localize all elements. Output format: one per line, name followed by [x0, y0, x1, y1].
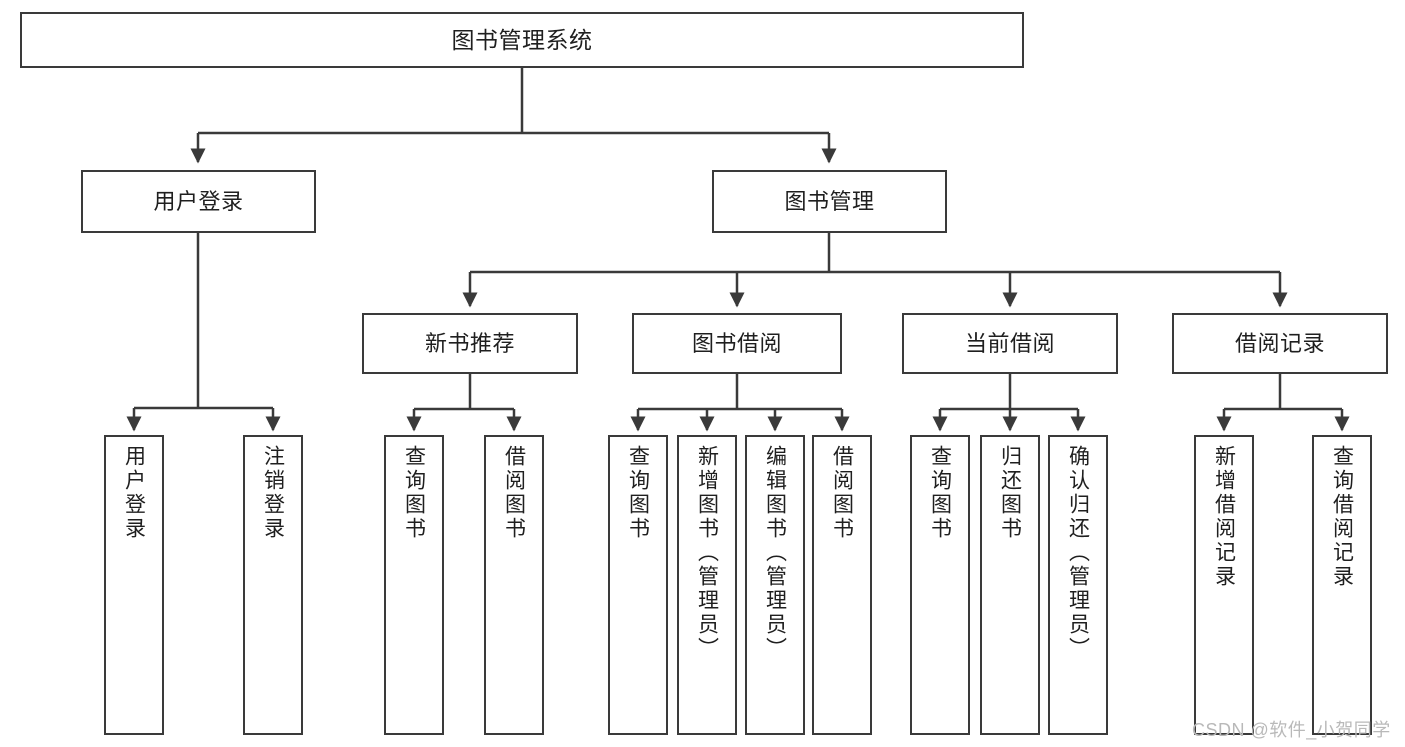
leaf-current-borrow-query[interactable]: 查询图书: [910, 435, 970, 735]
node-label: 查询借阅记录: [1330, 445, 1354, 589]
node-label: 查询图书: [928, 445, 952, 541]
leaf-borrow-record-add[interactable]: 新增借阅记录: [1194, 435, 1254, 735]
node-label: 编辑图书（管理员）: [763, 445, 787, 661]
node-label: 图书管理系统: [451, 26, 593, 53]
node-user-login[interactable]: 用户登录: [81, 170, 316, 233]
node-label: 归还图书: [998, 445, 1022, 541]
node-label: 用户登录: [122, 445, 146, 541]
leaf-user-login-login[interactable]: 用户登录: [104, 435, 164, 735]
leaf-book-borrow-borrow[interactable]: 借阅图书: [812, 435, 872, 735]
node-root-system[interactable]: 图书管理系统: [20, 12, 1024, 68]
node-borrow-record[interactable]: 借阅记录: [1172, 313, 1388, 374]
leaf-current-borrow-return[interactable]: 归还图书: [980, 435, 1040, 735]
node-current-borrow[interactable]: 当前借阅: [902, 313, 1118, 374]
leaf-new-book-borrow[interactable]: 借阅图书: [484, 435, 544, 735]
leaf-book-borrow-edit[interactable]: 编辑图书（管理员）: [745, 435, 805, 735]
node-label: 查询图书: [402, 445, 426, 541]
node-label: 借阅记录: [1234, 330, 1325, 356]
leaf-book-borrow-add[interactable]: 新增图书（管理员）: [677, 435, 737, 735]
node-book-borrow[interactable]: 图书借阅: [632, 313, 842, 374]
node-label: 用户登录: [153, 188, 244, 214]
csdn-watermark: CSDN @软件_小贺同学: [1192, 720, 1391, 740]
node-label: 新增借阅记录: [1212, 445, 1236, 589]
node-label: 借阅图书: [502, 445, 526, 541]
node-label: 新增图书（管理员）: [695, 445, 719, 661]
leaf-current-borrow-confirm-return[interactable]: 确认归还（管理员）: [1048, 435, 1108, 735]
node-label: 图书借阅: [691, 330, 782, 356]
node-label: 查询图书: [626, 445, 650, 541]
node-label: 确认归还（管理员）: [1066, 445, 1090, 661]
node-book-management[interactable]: 图书管理: [712, 170, 947, 233]
node-new-book-recommend[interactable]: 新书推荐: [362, 313, 578, 374]
leaf-borrow-record-query[interactable]: 查询借阅记录: [1312, 435, 1372, 735]
leaf-user-login-logout[interactable]: 注销登录: [243, 435, 303, 735]
leaf-book-borrow-query[interactable]: 查询图书: [608, 435, 668, 735]
node-label: 注销登录: [261, 445, 285, 541]
node-label: 新书推荐: [424, 330, 515, 356]
node-label: 当前借阅: [964, 330, 1055, 356]
node-label: 借阅图书: [830, 445, 854, 541]
leaf-new-book-query[interactable]: 查询图书: [384, 435, 444, 735]
node-label: 图书管理: [784, 188, 875, 214]
